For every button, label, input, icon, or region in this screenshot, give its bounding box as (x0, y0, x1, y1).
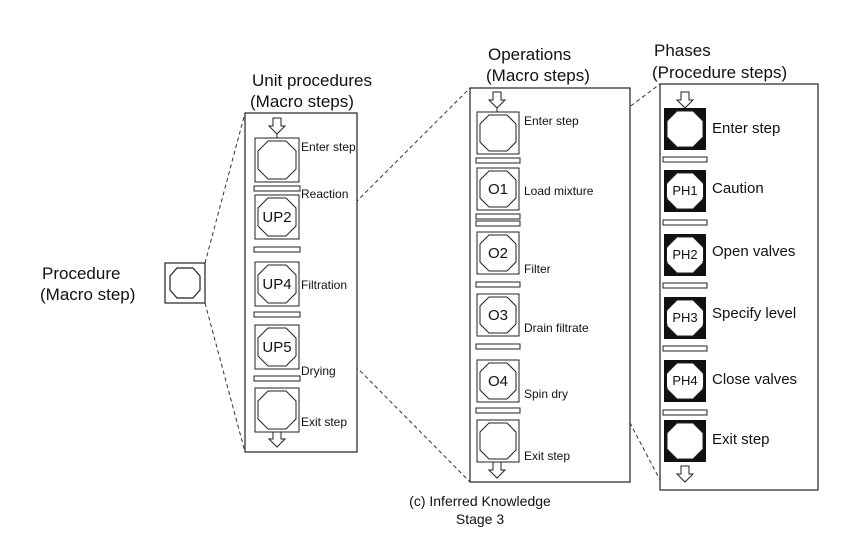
op-step-id-1: O1 (487, 181, 508, 198)
transition-bar (475, 281, 521, 288)
ph-step-id-3: PH3 (667, 311, 703, 324)
op-step-label-3: Drain filtrate (524, 321, 589, 335)
procedure-octagon (169, 267, 201, 299)
unit-procedures-panel (244, 112, 358, 453)
procedure-title: Procedure (42, 264, 121, 283)
operations-subtitle: (Macro steps) (486, 66, 590, 85)
transition-bar (475, 213, 521, 220)
up-step-label-1: Reaction (301, 187, 349, 201)
ph-exit-label: Exit step (712, 431, 770, 448)
transition-bar (253, 185, 301, 192)
op-step-id-3: O3 (487, 307, 508, 324)
op-exit-label: Exit step (524, 449, 571, 463)
op-enter-label: Enter step (524, 114, 579, 128)
ph-exit-arrow (675, 465, 695, 483)
ph-enter-label: Enter step (712, 120, 781, 137)
ph-step-label-4: Close valves (712, 371, 798, 388)
caption-line-1: (c) Inferred Knowledge (409, 493, 551, 509)
ph-step-label-3: Specify level (712, 305, 797, 322)
transition-bar (475, 343, 521, 350)
up-step-id-2: UP4 (262, 276, 292, 293)
connector-up4-bottom (295, 305, 471, 483)
operations-panel (469, 87, 631, 483)
connector-procedure-bottom (204, 302, 246, 453)
ph-enter-arrow (675, 91, 695, 109)
phases-subtitle: (Procedure steps) (652, 63, 788, 82)
op-step-id-4: O4 (487, 373, 508, 390)
up-step-label-2: Filtration (301, 278, 348, 292)
transition-bar (662, 282, 708, 289)
unit-procedures-title: Unit procedures (252, 71, 373, 90)
operations-title: Operations (488, 45, 572, 64)
ph-step-label-2: Open valves (712, 243, 796, 260)
up-exit-arrow (267, 431, 287, 448)
op-exit-arrow (487, 461, 507, 479)
connector-procedure-top (204, 112, 246, 264)
op-step-label-1: Load mixture (524, 184, 594, 198)
transition-bar (475, 157, 521, 164)
up-step-id-3: UP5 (262, 339, 292, 356)
ph-step-id-4: PH4 (667, 374, 703, 387)
procedure-subtitle: (Macro step) (40, 285, 136, 304)
transition-bar (475, 407, 521, 414)
op-step-label-2: Filter (524, 262, 551, 276)
up-exit-label: Exit step (301, 415, 348, 429)
up-enter-arrow (267, 117, 287, 135)
transition-bar (475, 220, 521, 227)
up-step-label-3: Drying (301, 364, 336, 378)
connector-up4-top (295, 87, 471, 263)
transition-bar (662, 345, 708, 352)
transition-bar (662, 219, 708, 226)
caption-line-2: Stage 3 (455, 511, 505, 527)
transition-bar (662, 156, 708, 163)
up-step-id-1: UP2 (262, 209, 292, 226)
phases-title: Phases (654, 41, 711, 60)
ph-step-id-2: PH2 (667, 248, 703, 261)
ph-step-label-1: Caution (712, 180, 764, 197)
unit-procedures-subtitle: (Macro steps) (250, 92, 354, 111)
procedure-box (164, 262, 206, 304)
ph-step-id-1: PH1 (667, 184, 703, 197)
op-enter-arrow (487, 91, 507, 109)
phases-panel (659, 83, 819, 491)
transition-bar (253, 246, 301, 253)
transition-bar (662, 409, 708, 416)
op-step-id-2: O2 (487, 245, 508, 262)
up-enter-label: Enter step (301, 140, 356, 154)
transition-bar (253, 375, 301, 382)
op-step-label-4: Spin dry (524, 387, 569, 401)
transition-bar (253, 311, 301, 318)
